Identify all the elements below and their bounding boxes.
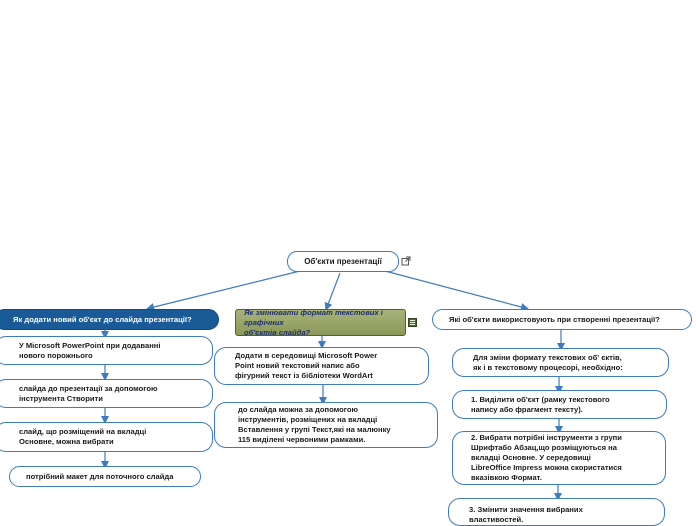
right-step-1-text: Для зміни формату текстових об' єктів, я…	[473, 352, 623, 372]
middle-branch-title-label: Як змінювати формат текстових і графічни…	[244, 307, 383, 337]
left-branch-title[interactable]: Як додати новий об'єкт до слайда презент…	[0, 309, 219, 330]
right-branch-title[interactable]: Які об'єкти використовують при створенні…	[432, 309, 692, 330]
left-step-2[interactable]: слайда до презентації за допомогою інстр…	[0, 379, 213, 408]
left-step-4-text: потрібний макет для поточного слайда	[26, 471, 174, 481]
right-step-2-text: 1. Виділити об'єкт (рамку текстового нап…	[471, 394, 610, 414]
right-branch-title-label: Які об'єкти використовують при створенні…	[449, 314, 660, 324]
right-step-1[interactable]: Для зміни формату текстових об' єктів, я…	[452, 348, 669, 377]
left-branch-title-label: Як додати новий об'єкт до слайда презент…	[13, 314, 192, 324]
right-step-4[interactable]: 3. Змінити значення вибраних властивосте…	[448, 498, 665, 526]
external-link-icon[interactable]	[401, 256, 411, 266]
middle-step-2[interactable]: до слайда можна за допомогою інструменті…	[214, 402, 438, 448]
left-step-1[interactable]: У Microsoft PowerPoint при додаванні нов…	[0, 336, 213, 365]
middle-step-1[interactable]: Додати в середовищі Microsoft Power Poin…	[214, 347, 429, 385]
right-step-3[interactable]: 2. Вибрати потрібні інструменти з групи …	[452, 431, 666, 485]
right-step-3-text: 2. Вибрати потрібні інструменти з групи …	[471, 433, 622, 482]
root-label: Об'єкти презентації	[304, 256, 382, 266]
left-step-3-text: слайд, що розміщений на вкладці Основне,…	[19, 427, 147, 446]
right-step-2[interactable]: 1. Виділити об'єкт (рамку текстового нап…	[452, 390, 667, 419]
left-step-2-text: слайда до презентації за допомогою інстр…	[19, 383, 158, 403]
middle-branch-title[interactable]: Як змінювати формат текстових і графічни…	[235, 307, 406, 337]
note-icon[interactable]	[408, 318, 417, 327]
middle-step-1-text: Додати в середовищі Microsoft Power Poin…	[235, 351, 378, 380]
left-step-3[interactable]: слайд, що розміщений на вкладці Основне,…	[0, 422, 213, 452]
middle-step-2-text: до слайда можна за допомогою інструменті…	[238, 405, 391, 444]
left-step-1-text: У Microsoft PowerPoint при додаванні нов…	[19, 340, 161, 360]
root-node[interactable]: Об'єкти презентації	[287, 251, 399, 272]
right-step-4-text: 3. Змінити значення вибраних властивосте…	[469, 505, 583, 524]
left-step-4[interactable]: потрібний макет для поточного слайда	[9, 466, 201, 487]
